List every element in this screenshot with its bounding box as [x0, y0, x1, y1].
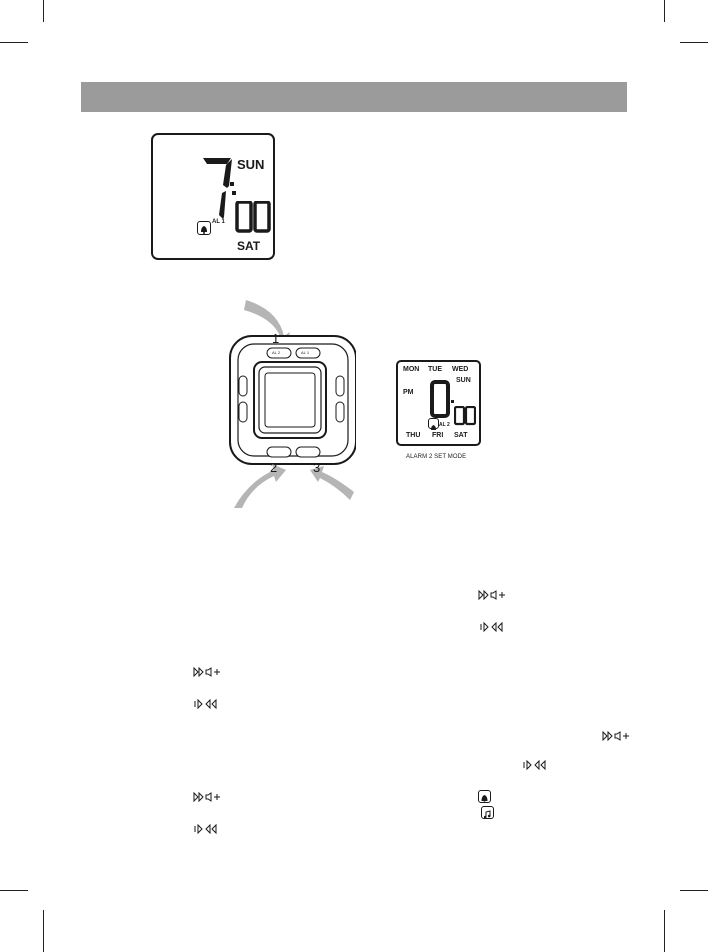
bell-icon [478, 790, 491, 804]
fast-forward-volume-up-icon [193, 667, 220, 677]
crop-mark [664, 910, 665, 952]
lcd-day-bottom: SAT [237, 239, 261, 253]
lcd-display-alarm1: SUN 7 00 AL 1 SAT [151, 133, 275, 260]
lcd-hour-digit [203, 158, 234, 219]
lcd2-day-thu: THU [406, 432, 421, 439]
lcd-alarm-label: AL 1 [212, 219, 225, 225]
lcd2-hour-digit [430, 380, 450, 418]
fast-forward-volume-up-icon [602, 731, 629, 741]
fast-forward-volume-up-icon [478, 590, 505, 600]
alarm2-caption: ALARM 2 SET MODE [406, 454, 467, 460]
lcd2-colon [451, 400, 454, 403]
lcd2-day-tue: TUE [428, 366, 442, 373]
crop-mark [664, 0, 665, 22]
crop-mark [680, 42, 708, 43]
lcd2-minute-digits [454, 406, 476, 426]
device-button-al1: AL 1 [301, 350, 310, 355]
skip-back-icon [523, 760, 546, 770]
lcd2-pm: PM [403, 389, 414, 396]
callout-1: 1 [272, 331, 280, 346]
lcd2-day-fri: FRI [432, 432, 444, 439]
skip-back-icon [480, 622, 503, 632]
lcd-minute-digits [235, 201, 271, 233]
lcd-colon [232, 191, 236, 195]
crop-mark [43, 0, 44, 22]
bell-icon [197, 221, 211, 235]
section-header-bar [81, 82, 627, 112]
crop-mark [43, 910, 44, 952]
crop-mark [0, 890, 28, 891]
device-button-al2: AL 2 [272, 350, 281, 355]
bell-icon [428, 418, 439, 430]
fast-forward-volume-up-icon [193, 792, 220, 802]
skip-back-icon [194, 699, 217, 709]
lcd2-day-mon: MON [403, 366, 420, 373]
device-illustration [229, 300, 356, 508]
crop-mark [0, 42, 28, 43]
lcd2-day-sat: SAT [454, 432, 468, 439]
lcd-day-top: SUN [237, 157, 265, 172]
lcd2-day-sun: SUN [456, 377, 471, 384]
crop-mark [680, 890, 708, 891]
lcd2-alarm-label: AL 2 [439, 422, 450, 428]
lcd2-day-wed: WED [452, 366, 469, 373]
lcd-display-alarm2: MON TUE WED SUN PM 0 00 AL 2 THU FRI SAT [396, 360, 481, 446]
callout-3: 3 [313, 460, 321, 475]
callout-2: 2 [270, 460, 278, 475]
music-note-icon [481, 806, 494, 819]
skip-back-icon [194, 824, 217, 834]
